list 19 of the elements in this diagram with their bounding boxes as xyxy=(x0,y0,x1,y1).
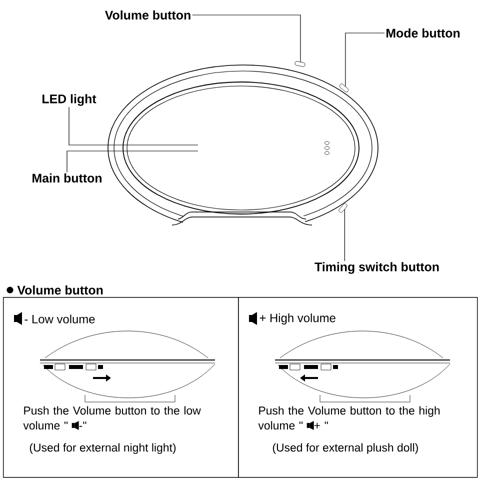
leader-line xyxy=(344,209,345,262)
panel-heading: - Low volume xyxy=(24,314,95,324)
side-button xyxy=(339,84,349,92)
panel-heading: + High volume xyxy=(260,313,336,325)
side-button xyxy=(338,203,348,213)
instruction-text: Push the Volume button to the high volume " + " xyxy=(258,406,440,430)
leader-line xyxy=(192,14,301,62)
note-text: (Used for external plush doll) xyxy=(272,443,418,454)
part-label: LED light xyxy=(42,94,96,106)
leader-line xyxy=(66,150,198,173)
part-label: Volume button xyxy=(104,10,190,20)
instruction-text: Push the Volume button to the low volume " -" xyxy=(23,406,201,430)
leader-line xyxy=(68,106,198,146)
part-label: Timing switch button xyxy=(314,262,439,274)
side-button xyxy=(294,61,306,67)
part-label: Main button xyxy=(32,173,102,183)
note-text: (Used for external night light) xyxy=(30,443,176,454)
part-label: Mode button xyxy=(386,28,460,38)
leader-line xyxy=(345,32,385,87)
